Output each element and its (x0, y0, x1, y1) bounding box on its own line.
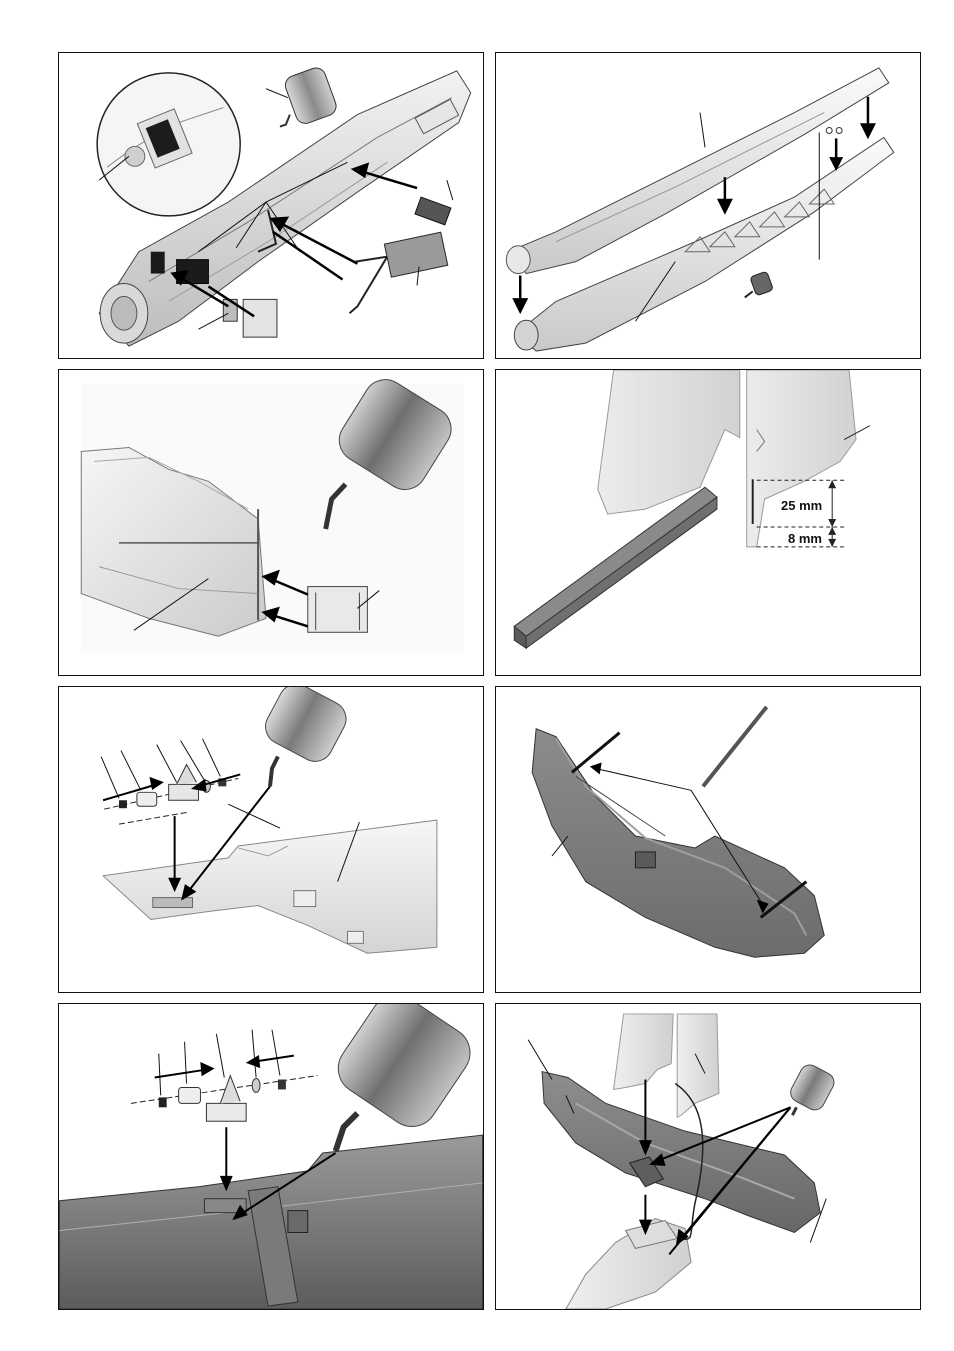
panel-fin-dimensions: 25 mm 8 mm (495, 369, 921, 676)
fuselage-shells-illustration (496, 53, 920, 358)
wing-horn-illustration (59, 1004, 483, 1309)
fin-illustration (496, 370, 920, 675)
panel-wing-horn-glue (58, 1003, 484, 1310)
wing-spar-illustration (496, 687, 920, 992)
panel-tail-assembly (495, 1003, 921, 1310)
panel-fuselage-servo-install (58, 52, 484, 359)
panel-fuselage-tail-glue (58, 369, 484, 676)
panel-wing-spar-rods (495, 686, 921, 993)
tail-assembly-illustration (496, 1004, 920, 1309)
panel-stabilizer-horn (58, 686, 484, 993)
fuselage-servo-illustration (59, 53, 483, 358)
dimension-25mm: 25 mm (779, 498, 824, 513)
dimension-8mm: 8 mm (786, 531, 824, 546)
stabilizer-horn-illustration (59, 687, 483, 992)
panel-fuselage-shells-joining (495, 52, 921, 359)
tail-glue-illustration (59, 370, 483, 675)
